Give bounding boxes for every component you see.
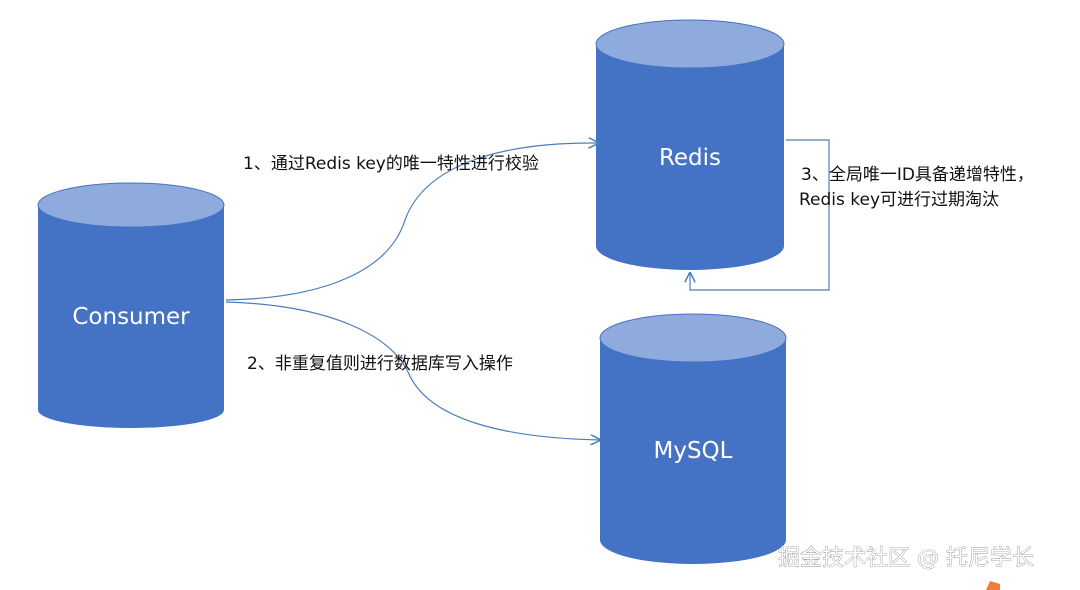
edge-label-step3-line1: 3、全局唯一ID具备递增特性， <box>801 165 1034 185</box>
consumer-label: Consumer <box>72 304 190 330</box>
connector-redis-self-loop <box>690 139 830 291</box>
mysql-database: MySQL <box>599 313 787 564</box>
mysql-cylinder-body <box>600 338 786 564</box>
watermark-text: 掘金技术社区 @ 托尼学长 <box>778 546 1034 571</box>
redis-cylinder-top <box>595 19 785 69</box>
edge-label-step1: 1、通过Redis key的唯一特性进行校验 <box>243 154 539 174</box>
watermark-flag-mark <box>986 581 1000 590</box>
connector-consumer-to-mysql <box>225 301 600 440</box>
mysql-label: MySQL <box>654 438 733 464</box>
edge-label-step3-line2: Redis key可进行过期淘汰 <box>799 190 999 210</box>
redis-label: Redis <box>659 145 721 171</box>
consumer-cylinder-top <box>37 182 225 228</box>
redis-database: Redis <box>595 19 785 270</box>
edge-label-step2: 2、非重复值则进行数据库写入操作 <box>247 354 513 374</box>
redis-cylinder-body <box>596 44 784 270</box>
consumer-database: Consumer <box>37 182 225 428</box>
consumer-cylinder-body <box>38 205 224 428</box>
mysql-cylinder-top <box>599 313 787 363</box>
connector-consumer-to-redis <box>225 143 598 301</box>
